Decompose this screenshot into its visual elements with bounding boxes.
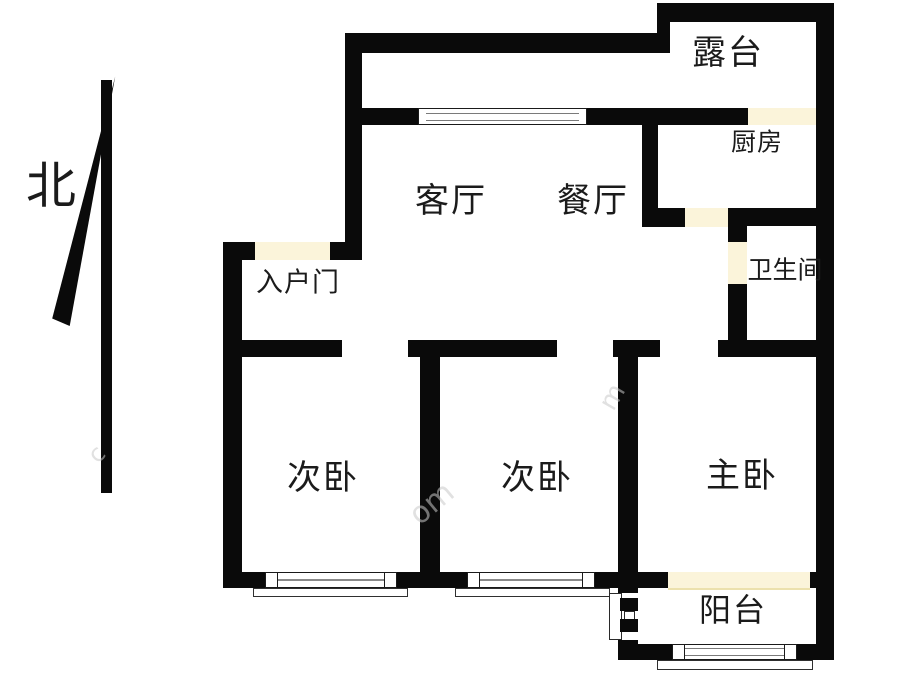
wall <box>345 33 362 260</box>
room-label-bathroom: 卫生间 <box>747 255 823 285</box>
wall <box>642 125 658 227</box>
balcony-side-door-frame <box>609 593 622 640</box>
room-label-entry: 入户门 <box>256 267 340 299</box>
room-label-dining: 餐厅 <box>557 181 629 221</box>
wall <box>728 208 834 226</box>
room-label-terrace: 露台 <box>692 33 764 73</box>
bedroom-left-window <box>265 572 397 588</box>
wall <box>345 108 418 125</box>
wall <box>728 208 747 242</box>
balcony-side-door-jamb <box>620 598 638 611</box>
window-sill <box>455 588 610 597</box>
window-end-cap <box>467 572 480 588</box>
window-end-cap <box>265 572 278 588</box>
watermark-fragment: om <box>402 474 462 533</box>
wall <box>223 340 342 357</box>
wall <box>345 33 670 53</box>
window-glass-lines <box>273 579 389 581</box>
wall <box>420 355 440 588</box>
north-label: 北 <box>26 157 76 215</box>
wall <box>718 340 834 357</box>
room-label-master: 主卧 <box>706 456 778 496</box>
room-label-living: 客厅 <box>415 181 487 221</box>
window-sill <box>253 588 408 597</box>
wall <box>397 572 467 588</box>
wall <box>223 572 265 588</box>
balcony-window <box>672 644 797 660</box>
window-end-cap <box>582 572 595 588</box>
kitchen-door-opening <box>685 208 728 227</box>
bedroom-middle-window <box>467 572 595 588</box>
wall <box>816 3 834 660</box>
wall <box>408 340 557 357</box>
bathroom-door-opening <box>728 242 747 284</box>
wall <box>613 340 660 357</box>
window-end-cap <box>384 572 397 588</box>
room-label-bedroom-left: 次卧 <box>287 458 359 498</box>
living-room-window <box>418 108 587 125</box>
room-label-bedroom-middle: 次卧 <box>501 458 573 498</box>
entry-door-opening <box>255 242 330 260</box>
window-end-cap <box>672 644 685 660</box>
wall <box>330 242 362 260</box>
wall <box>657 3 670 53</box>
window-glass-lines <box>475 579 587 581</box>
window-glass-lines <box>680 648 789 656</box>
window-sill <box>657 660 813 670</box>
wall <box>618 644 672 660</box>
wall <box>728 284 747 342</box>
wall <box>642 208 685 227</box>
room-label-balcony: 阳台 <box>698 591 768 629</box>
window-end-cap <box>784 644 797 660</box>
kitchen-window-opening <box>748 108 816 125</box>
wall <box>587 108 748 125</box>
balcony-side-door-jamb <box>620 619 638 632</box>
room-label-kitchen: 厨房 <box>730 127 784 157</box>
balcony-door-opening <box>668 572 810 590</box>
north-arrow-line <box>101 80 112 493</box>
wall <box>797 644 834 660</box>
wall <box>595 572 668 588</box>
wall <box>223 242 242 588</box>
wall <box>657 3 834 22</box>
window-glass-lines <box>426 112 579 121</box>
wall <box>810 572 834 588</box>
